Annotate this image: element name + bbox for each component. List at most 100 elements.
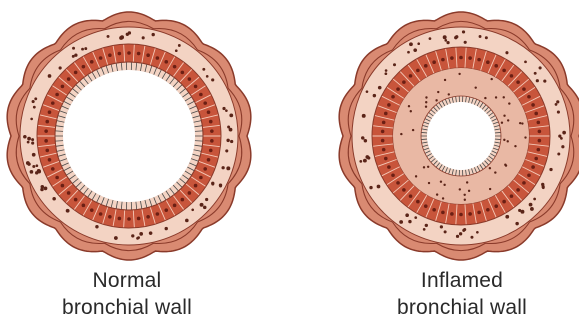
cell-nucleus [55, 176, 59, 180]
cell-dot [444, 230, 447, 233]
cell-nucleus [531, 165, 535, 169]
bronchial-wall-diagram [0, 0, 579, 270]
cell-nucleus [494, 64, 498, 68]
cell-nucleus [203, 167, 207, 171]
cell-dot [440, 225, 443, 228]
cell-dot [120, 35, 124, 39]
cell-nucleus [118, 52, 122, 56]
cell-dot [203, 206, 207, 210]
cell-dot [562, 131, 566, 135]
cell-dot [229, 113, 233, 117]
cell-dot [205, 198, 208, 201]
cilium [195, 131, 203, 132]
inflammatory-cell-dot [448, 93, 450, 95]
cell-dot [225, 109, 228, 112]
cell-dot [366, 90, 369, 93]
cell-nucleus [396, 87, 400, 91]
cell-dot [543, 80, 546, 83]
cell-nucleus [210, 129, 214, 133]
cell-dot [377, 185, 381, 189]
cell-dot [31, 142, 34, 145]
cell-nucleus [209, 149, 213, 153]
inflammatory-cell-dot [514, 145, 516, 147]
cell-nucleus [416, 69, 420, 73]
cell-dot [27, 141, 30, 144]
cell-dot [556, 100, 559, 103]
cell-dot [530, 207, 534, 211]
inflammatory-cell-dot [524, 136, 526, 138]
cell-nucleus [468, 212, 472, 216]
cell-nucleus [146, 53, 150, 57]
cell-dot [444, 39, 447, 42]
cell-dot [30, 170, 34, 174]
cell-dot [557, 111, 560, 114]
cell-dot [459, 232, 462, 235]
cell-dot [455, 35, 458, 38]
cell-dot [226, 166, 230, 170]
cell-dot [33, 106, 36, 109]
cell-dot [219, 185, 222, 188]
inflammatory-cell-dot [484, 97, 486, 99]
inflammatory-cell-dot [425, 96, 427, 98]
cell-nucleus [210, 139, 214, 143]
inflammatory-cell-dot [423, 166, 425, 168]
cell-dot [34, 97, 37, 100]
inflammatory-cell-dot [494, 171, 496, 173]
cell-nucleus [90, 60, 94, 64]
cell-dot [149, 231, 153, 235]
cell-nucleus [55, 93, 59, 97]
cell-dot [464, 41, 467, 44]
cell-nucleus [137, 217, 141, 221]
cell-nucleus [382, 121, 386, 125]
inflamed-caption-line1: Inflamed [347, 267, 577, 294]
airway-lumen [427, 102, 495, 170]
cell-dot [114, 236, 118, 240]
cell-dot [37, 169, 41, 173]
cell-nucleus [82, 204, 86, 208]
cell-dot [185, 219, 189, 223]
cell-nucleus [531, 103, 535, 107]
cell-dot [362, 114, 366, 118]
cell-nucleus [99, 56, 103, 60]
cell-nucleus [61, 184, 65, 188]
cell-dot [533, 198, 536, 201]
inflammatory-cell-dot [489, 188, 491, 190]
inflamed-bronchus-cross-section [339, 12, 579, 260]
cell-nucleus [502, 200, 506, 204]
cell-nucleus [477, 58, 481, 62]
cell-nucleus [381, 139, 385, 143]
cell-nucleus [61, 85, 65, 89]
cell-nucleus [194, 184, 198, 188]
cell-nucleus [384, 157, 388, 161]
cell-dot [178, 44, 181, 47]
cell-nucleus [108, 53, 112, 57]
cell-dot [27, 137, 31, 141]
cell-dot [518, 209, 521, 212]
cell-dot [557, 152, 560, 155]
cell-dot [128, 31, 131, 34]
cell-dot [470, 236, 473, 239]
inflamed-caption-line2: bronchial wall [347, 294, 577, 321]
cell-nucleus [486, 208, 490, 212]
cell-dot [462, 229, 465, 232]
cell-dot [72, 47, 75, 50]
cell-dot [485, 36, 488, 39]
cell-nucleus [527, 95, 531, 99]
cell-nucleus [156, 212, 160, 216]
cell-nucleus [45, 149, 49, 153]
cell-nucleus [51, 101, 55, 105]
inflammatory-cell-dot [410, 110, 412, 112]
cell-dot [221, 166, 224, 169]
cell-nucleus [45, 120, 49, 124]
cell-nucleus [432, 60, 436, 64]
inflammatory-cell-dot [466, 181, 468, 183]
inflammatory-cell-dot [468, 190, 470, 192]
cell-dot [561, 145, 564, 148]
cell-nucleus [199, 93, 203, 97]
inflammatory-cell-dot [501, 121, 503, 123]
cell-dot [66, 209, 70, 213]
cell-dot [206, 75, 209, 78]
cell-nucleus [188, 77, 192, 81]
cell-nucleus [537, 148, 541, 152]
inflammatory-cell-dot [519, 122, 521, 124]
